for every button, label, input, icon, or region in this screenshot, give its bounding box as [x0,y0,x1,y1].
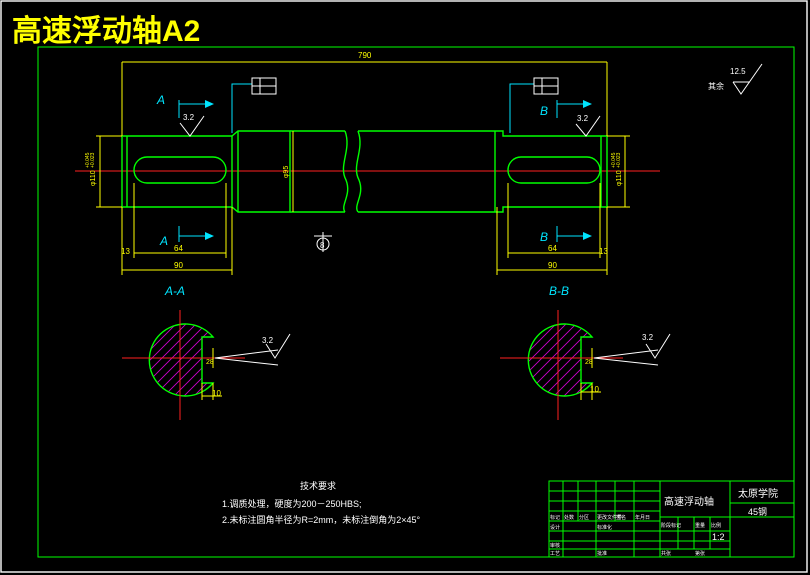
svg-text:共张: 共张 [661,550,671,557]
svg-text:比例: 比例 [711,522,721,529]
svg-text:工艺: 工艺 [550,551,560,557]
center-mark: 8 [314,232,332,252]
svg-text:+0.045: +0.045 [611,152,617,168]
left-segment-length: 90 [174,261,183,270]
roughness-right: 3.2 [577,114,589,123]
svg-text:+0.045: +0.045 [85,152,91,168]
diameter-dimensions: φ110 +0.045 +0.023 φ95 φ110 +0.045 +0.02… [85,131,630,212]
title-block: 高速浮动轴 太原学院 45钢 1:2 标记 处数 分区 更改文件号 签名 年月日… [548,480,795,558]
right-keyway [507,156,601,184]
svg-text:重量: 重量 [695,522,705,529]
section-marker-a-bottom: A [159,234,168,248]
svg-text:签名: 签名 [616,514,626,521]
section-b-b-label: B-B [549,284,569,298]
svg-text:+0.023: +0.023 [616,152,622,168]
roughness-other-label: 其余 [708,81,724,91]
technical-notes: 技术要求 1.调质处理，硬度为200－250HBS; 2.未标注圆角半径为R=2… [222,480,421,525]
section-marker-a-top: A [156,93,165,107]
title-block-school: 太原学院 [738,487,778,500]
svg-text:设计: 设计 [550,524,560,531]
notes-heading: 技术要求 [300,480,336,491]
svg-text:阶段标记: 阶段标记 [661,522,681,529]
svg-text:8: 8 [320,241,325,250]
section-marker-b-top: B [540,104,548,118]
section-b-b: B-B 28 10 3.2 [500,284,671,420]
shaft-main-view [75,130,660,213]
svg-text:分区: 分区 [579,514,589,521]
section-a-roughness: 3.2 [262,336,274,345]
note-2: 2.未标注圆角半径为R=2mm，未标注倒角为2×45° [222,514,421,525]
title-block-scale: 1:2 [712,532,725,542]
svg-text:更改文件号: 更改文件号 [597,514,622,521]
right-segment-length: 90 [548,261,557,270]
svg-text:第张: 第张 [695,550,705,557]
left-keyway-length: 64 [174,244,183,253]
roughness-symbols: 3.2 3.2 12.5 其余 [179,63,763,137]
left-diameter-label: φ110 [90,170,97,186]
svg-text:标记: 标记 [550,514,560,521]
section-b-width: 10 [590,385,599,394]
overall-length-value: 790 [358,51,372,60]
section-markers: A A B B [156,93,592,248]
right-keyway-length: 64 [548,244,557,253]
left-keyway [133,156,227,184]
section-marker-b-bottom: B [540,230,548,244]
right-diameter-label: φ110 [616,170,623,186]
roughness-left: 3.2 [183,113,195,122]
svg-text:+0.023: +0.023 [90,152,96,168]
roughness-other-value: 12.5 [730,67,746,76]
drawing-frame [37,46,795,558]
note-1: 1.调质处理，硬度为200－250HBS; [222,498,362,509]
svg-text:批准: 批准 [597,550,607,557]
overall-length-dimension: 790 [121,51,608,136]
section-b-depth: 28 [585,359,593,366]
svg-text:标准化: 标准化 [597,524,612,531]
break-line-right [355,130,362,213]
section-b-roughness: 3.2 [642,333,654,342]
section-a-a: A-A 28 10 3.2 [122,284,291,420]
title-block-part-name: 高速浮动轴 [664,495,714,508]
tolerance-frames [231,77,559,133]
svg-text:审核: 审核 [550,542,560,549]
svg-text:年月日: 年月日 [635,514,650,521]
section-a-width: 10 [212,389,221,398]
mid-diameter-label: φ95 [283,166,290,178]
section-a-a-label: A-A [164,284,185,298]
left-offset: 13 [121,247,130,256]
drawing-title: 高速浮动轴A2 [12,15,200,48]
section-a-depth: 28 [206,359,214,366]
break-line-left [342,130,349,213]
title-block-material: 45钢 [748,506,767,517]
bottom-dimensions: 64 90 13 64 90 13 [121,183,608,275]
svg-text:处数: 处数 [564,514,574,521]
right-offset: 13 [599,247,608,256]
